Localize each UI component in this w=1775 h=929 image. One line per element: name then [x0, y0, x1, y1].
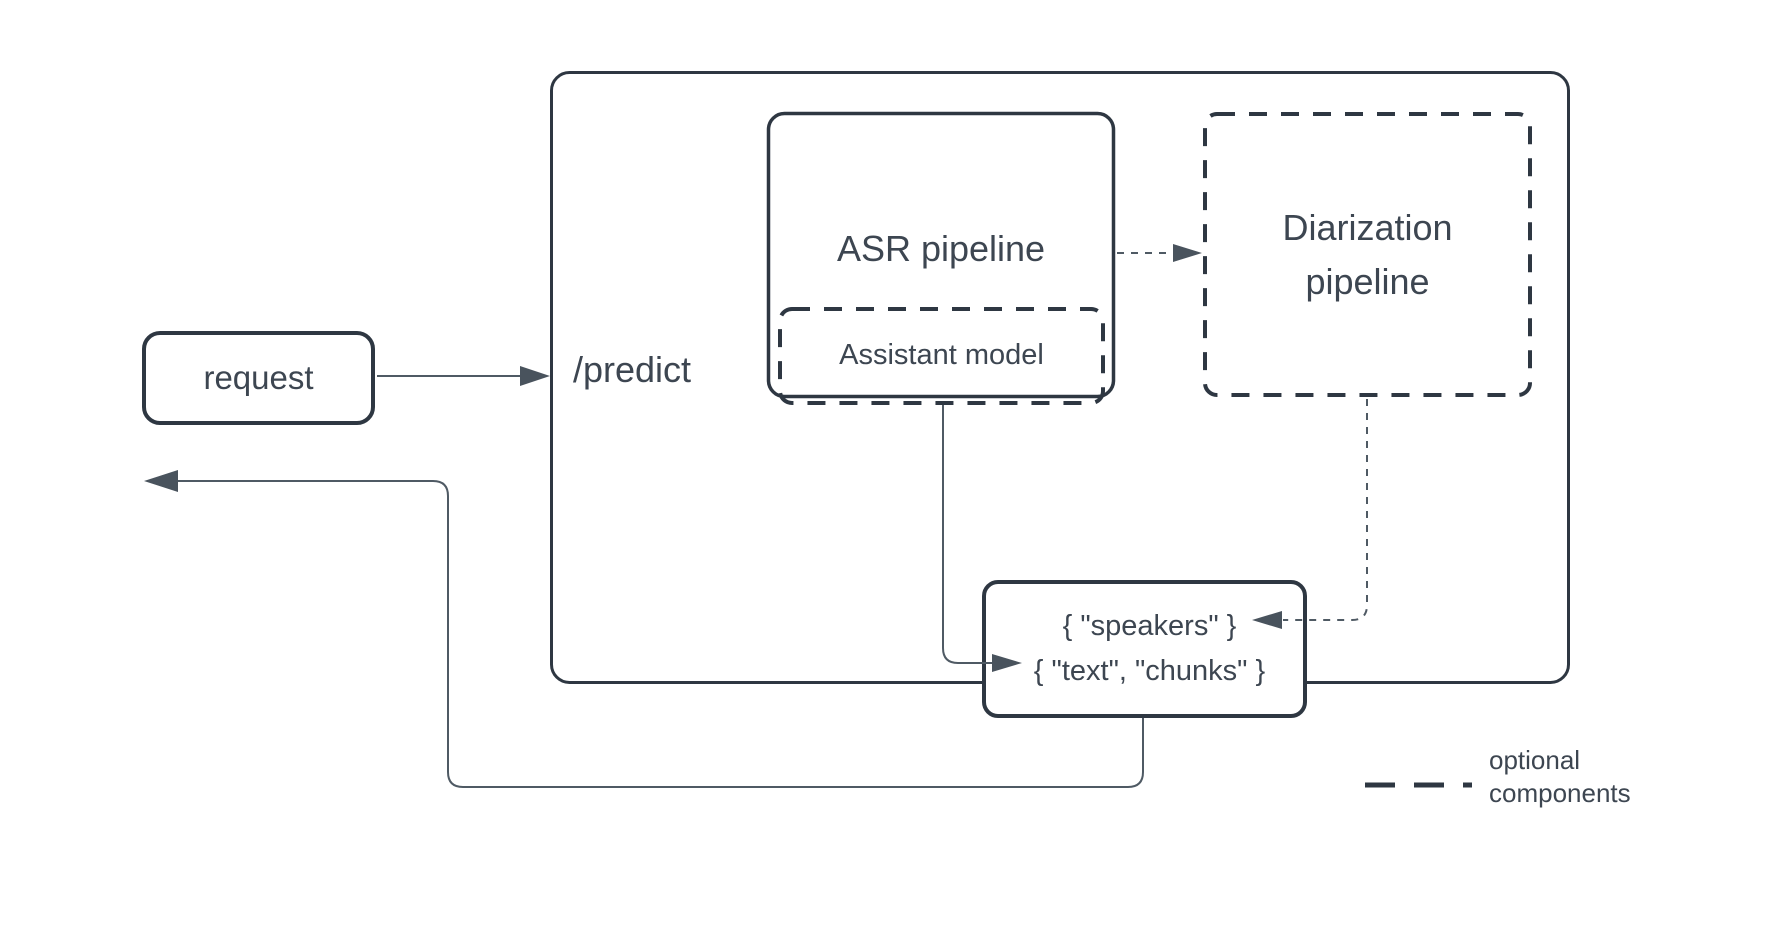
assistant-model-label: Assistant model — [839, 338, 1044, 371]
predict-endpoint-label: /predict — [573, 349, 692, 390]
arrow-asr-to-response — [942, 405, 1022, 672]
arrow-response-return — [144, 470, 1144, 788]
legend-label: optional components — [1489, 744, 1709, 810]
asr-pipeline-label: ASR pipeline — [836, 228, 1046, 269]
diarization-label-line1: Diarization — [1282, 206, 1453, 248]
diarization-pipeline-box — [1203, 112, 1532, 397]
request-label: request — [203, 359, 314, 396]
request-box — [142, 331, 375, 425]
legend-label-line2: components — [1489, 778, 1631, 808]
arrow-diarization-to-response — [1252, 399, 1368, 629]
response-box — [982, 580, 1307, 718]
assistant-model-box — [778, 307, 1105, 405]
diarization-label-line2: pipeline — [1305, 260, 1430, 302]
arrow-asr-to-diarization — [1117, 244, 1202, 262]
diarization-pipeline-label: Diarization pipeline — [1203, 112, 1532, 397]
response-speakers-line: { "speakers" } — [1062, 610, 1237, 642]
response-payload-label: { "speakers" } { "text", "chunks" } — [984, 582, 1305, 716]
response-text-chunks-line: { "text", "chunks" } — [1033, 655, 1266, 687]
legend-label-line1: optional — [1489, 745, 1581, 775]
arrow-request-to-predict — [377, 366, 550, 386]
asr-pipeline-box — [766, 111, 1116, 399]
